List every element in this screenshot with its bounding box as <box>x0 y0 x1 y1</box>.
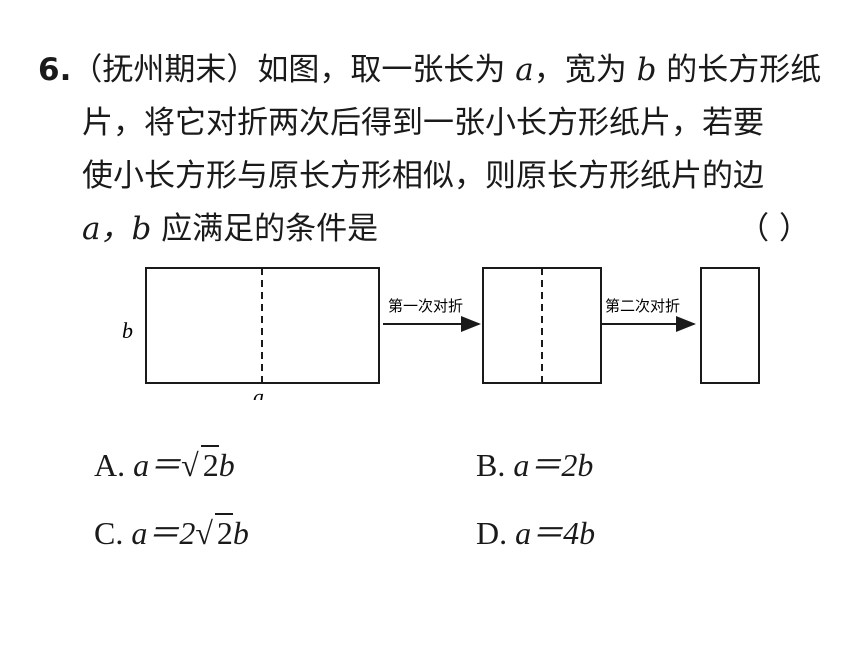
question-line-2: 片，将它对折两次后得到一张小长方形纸片，若要 <box>82 105 764 141</box>
question-line-3: 使小长方形与原长方形相似，则原长方形纸片的边 <box>82 158 764 194</box>
option-a[interactable]: A. a＝√2b <box>94 445 235 483</box>
quarter-rectangle <box>700 267 760 384</box>
question-number: 6. <box>38 52 72 88</box>
question-source: （抚州期末） <box>71 52 258 88</box>
arrow-2-label: 第二次对折 <box>605 297 680 315</box>
option-c[interactable]: C. a＝2√2b <box>94 513 249 551</box>
option-b[interactable]: B. a＝2b <box>476 447 594 483</box>
arrow-1-label: 第一次对折 <box>388 297 463 315</box>
label-a: a <box>253 384 264 400</box>
answer-blank: （ ） <box>738 211 810 247</box>
option-d[interactable]: D. a＝4b <box>476 515 596 551</box>
question-text: 6.（抚州期末）如图，取一张长为 a，宽为 b 的长方形纸 片，将它对折两次后得… <box>38 44 822 256</box>
sqrt-symbol: √2 <box>195 513 233 551</box>
sqrt-symbol: √2 <box>181 445 219 483</box>
question-line-4: a，b 应满足的条件是 （ ） <box>38 203 818 256</box>
label-b: b <box>122 318 133 343</box>
folding-diagram: b a 第一次对折 第二次对折 <box>122 267 760 400</box>
question-line-1: 6.（抚州期末）如图，取一张长为 a，宽为 b 的长方形纸 <box>38 52 822 88</box>
